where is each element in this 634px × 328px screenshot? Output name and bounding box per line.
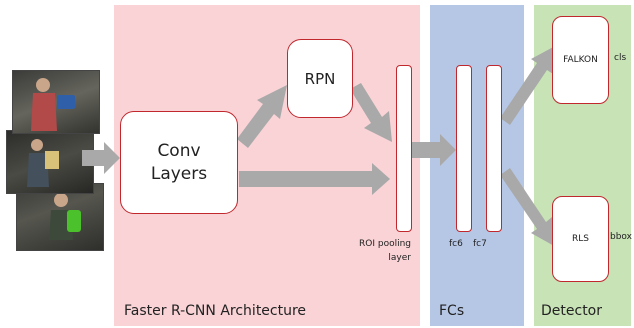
arrow-fc7-to-falkon	[500, 45, 557, 125]
fc7-bar	[486, 65, 502, 232]
roi-pooling-bar	[396, 65, 412, 232]
falkon-box: FALKON	[552, 16, 609, 104]
arrow-fc7-to-rls	[500, 168, 556, 247]
arrow-images-to-conv	[82, 142, 120, 174]
fcs-panel	[430, 5, 524, 326]
arrow-roi-to-fcs	[412, 134, 456, 166]
input-image-3	[16, 183, 104, 251]
input-image-1	[12, 70, 100, 134]
person-figure-icon	[27, 139, 59, 187]
faster-rcnn-section-label: Faster R-CNN Architecture	[124, 303, 307, 319]
conv-label-line2: Layers	[150, 164, 208, 184]
arrow-conv-to-rpn	[237, 85, 287, 148]
fc7-label: fc7	[473, 239, 487, 249]
arrow-conv-to-roi	[239, 163, 390, 195]
arrow-rpn-to-roi	[350, 83, 392, 142]
conv-layers-box: Conv Layers	[120, 111, 238, 214]
rls-label: RLS	[572, 234, 589, 244]
person-figure-icon	[49, 193, 81, 240]
fc6-bar	[456, 65, 472, 232]
detector-section-label: Detector	[541, 303, 603, 319]
fcs-section-label: FCs	[439, 303, 465, 319]
rpn-label: RPN	[304, 69, 336, 88]
fc6-label: fc6	[449, 239, 463, 249]
rls-box: RLS	[552, 196, 609, 282]
roi-pooling-label-line2: layer	[388, 253, 411, 263]
person-figure-icon	[31, 78, 75, 131]
rpn-box: RPN	[287, 39, 353, 118]
roi-pooling-label-line1: ROI pooling	[359, 239, 411, 249]
falkon-label: FALKON	[563, 55, 598, 65]
conv-label-line1: Conv	[157, 141, 201, 161]
bbox-output-label: bbox	[610, 232, 632, 242]
cls-output-label: cls	[614, 53, 627, 63]
